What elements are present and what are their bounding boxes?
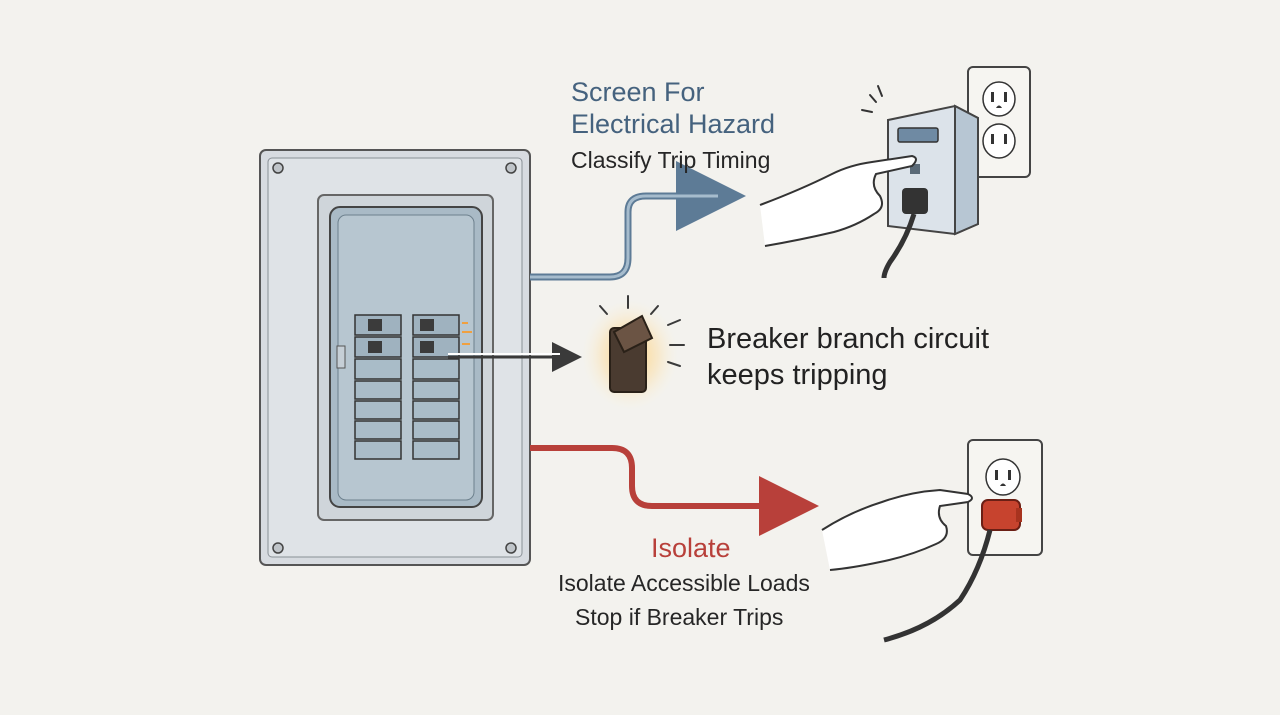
lower-receptacle [982,123,1016,159]
middle-line1: Breaker branch circuit [707,323,990,355]
upper-receptacle [982,81,1016,117]
top-title-line2: Electrical Hazard [571,109,776,139]
wall-outlet-icon [967,439,1043,556]
breaker-panel-icon [259,149,531,566]
bottom-arrow [530,445,819,536]
tripped-breaker-icon [582,295,685,410]
middle-line2: keeps tripping [707,359,888,391]
red-plug-icon [821,488,1022,643]
top-title-line1: Screen For [571,77,705,107]
breaker-glow-marks [462,322,472,345]
bottom-title: Isolate [651,533,731,563]
breaker-column-left [354,314,402,460]
bottom-line1: Isolate Accessible Loads [558,570,810,596]
outlet-tester-icon [759,66,1031,279]
hand-bottom [821,488,973,571]
top-subtitle: Classify Trip Timing [571,147,771,173]
top-arrow-outline [530,194,718,279]
spark-lines [599,295,685,367]
hand-top [759,154,917,247]
breaker-column-right [412,314,460,460]
top-arrow [530,161,746,281]
bottom-line2: Stop if Breaker Trips [575,604,784,630]
